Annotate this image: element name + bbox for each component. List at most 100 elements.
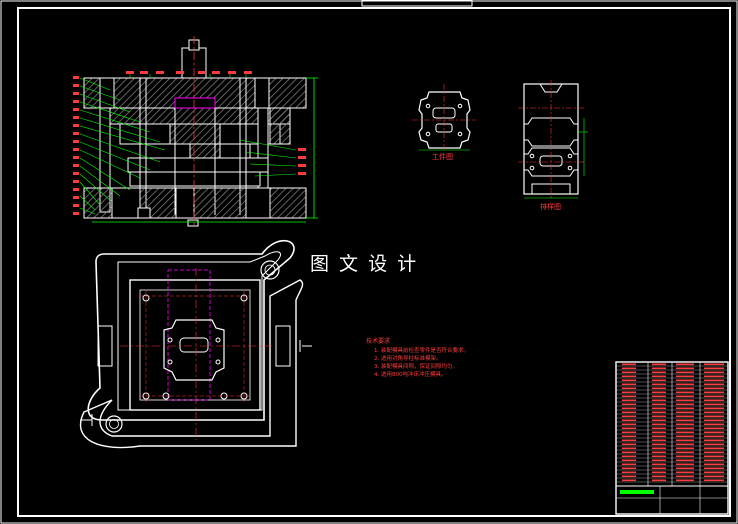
parts-list-cell-mark [704, 451, 724, 454]
parts-list-cell-mark [622, 399, 636, 402]
parts-list-cell-mark [652, 367, 666, 370]
part-number-mark [73, 164, 79, 167]
parts-list-cell-mark [676, 471, 694, 474]
parts-list-cell-mark [652, 427, 666, 430]
parts-list-cell-mark [622, 395, 636, 398]
parts-list-cell-mark [704, 447, 724, 450]
parts-list-cell-mark [622, 427, 636, 430]
parts-list-cell-mark [652, 447, 666, 450]
parts-list-cell-mark [676, 383, 694, 386]
parts-list-cell-mark [676, 467, 694, 470]
part-number-mark [298, 164, 306, 167]
part-number-mark [73, 92, 79, 95]
parts-list-cell-mark [676, 395, 694, 398]
parts-list-cell-mark [704, 411, 724, 414]
parts-list-cell-mark [652, 415, 666, 418]
parts-list-cell-mark [676, 479, 694, 482]
parts-list-cell-mark [622, 415, 636, 418]
part-number-mark [73, 100, 79, 103]
parts-list-cell-mark [652, 431, 666, 434]
parts-list-cell-mark [652, 379, 666, 382]
parts-list-cell-mark [622, 435, 636, 438]
die-plate-square [129, 279, 261, 411]
parts-list-cell-mark [676, 463, 694, 466]
part-number-mark [73, 116, 79, 119]
part-number-mark [73, 196, 79, 199]
parts-list-cell-mark [676, 439, 694, 442]
part-number-mark [73, 204, 79, 207]
watermark-text: 图 文 设 计 [310, 253, 418, 275]
part-number-mark [73, 124, 79, 127]
part-number-mark [73, 172, 79, 175]
parts-list-cell-mark [676, 447, 694, 450]
parts-list-cell-mark [676, 451, 694, 454]
parts-list-cell-mark [652, 403, 666, 406]
parts-list-cell-mark [622, 403, 636, 406]
parts-list-cell-mark [652, 423, 666, 426]
part-number-mark [73, 108, 79, 111]
parts-list-cell-mark [652, 411, 666, 414]
parts-list-cell-mark [622, 387, 636, 390]
parts-list-cell-mark [622, 379, 636, 382]
parts-list-cell-mark [652, 371, 666, 374]
tech-req-item: 1. 装配模具前检查零件是否符合要求。 [374, 346, 469, 354]
parts-list-cell-mark [622, 423, 636, 426]
parts-list-cell-mark [704, 391, 724, 394]
part-number-mark [298, 172, 306, 175]
parts-list-cell-mark [652, 375, 666, 378]
parts-list-cell-mark [622, 419, 636, 422]
assembly-section-view [79, 36, 318, 228]
parts-list-cell-mark [704, 395, 724, 398]
parts-list-cell-mark [652, 383, 666, 386]
strip-layout-view: 排样图 [518, 80, 588, 211]
parts-list-cell-mark [704, 459, 724, 462]
parts-list-cell-mark [652, 387, 666, 390]
strip-layout-label: 排样图 [540, 202, 561, 211]
parts-list-cell-mark [652, 435, 666, 438]
parts-list-cell-mark [652, 395, 666, 398]
parts-list-cell-mark [652, 455, 666, 458]
parts-list-cell-mark [704, 467, 724, 470]
tech-req-title: 技术要求 [366, 337, 390, 345]
workpiece-view: 工件图 [412, 84, 476, 161]
parts-list-cell-mark [704, 399, 724, 402]
parts-list-cell-mark [652, 407, 666, 410]
part-number-mark [73, 140, 79, 143]
parts-list-cell-mark [704, 471, 724, 474]
parts-list-cell-mark [652, 467, 666, 470]
workpiece-outline [418, 91, 471, 149]
parts-list-cell-mark [704, 363, 724, 366]
parts-list-cell-mark [622, 439, 636, 442]
parts-list-cell-mark [704, 367, 724, 370]
parts-list-cell-mark [676, 419, 694, 422]
parts-list-cell-mark [652, 363, 666, 366]
guide-bushing-bottom-left [105, 415, 123, 433]
parts-list-cell-mark [704, 371, 724, 374]
parts-list-cell-mark [676, 475, 694, 478]
part-number-mark [198, 71, 206, 74]
parts-list-cell-mark [676, 375, 694, 378]
parts-list-cell-mark [622, 367, 636, 370]
inner-frame [17, 7, 731, 517]
technical-requirements: 技术要求 1. 装配模具前检查零件是否符合要求。 2. 选用对角导柱标准模架。 … [366, 337, 469, 378]
parts-list-cell-mark [622, 371, 636, 374]
parts-list-cell-mark [676, 379, 694, 382]
parts-list-cell-mark [704, 475, 724, 478]
parts-list-cell-mark [676, 371, 694, 374]
part-number-mark [73, 76, 79, 79]
parts-list-cell-mark [622, 391, 636, 394]
parts-list-cell-mark [676, 387, 694, 390]
parts-list-cell-mark [622, 471, 636, 474]
part-number-mark [73, 188, 79, 191]
part-number-mark [73, 84, 79, 87]
parts-list-cell-mark [622, 479, 636, 482]
parts-list-cell-mark [652, 451, 666, 454]
top-reference-box [361, 0, 473, 7]
parts-list-cell-mark [652, 443, 666, 446]
guide-bushing-top-right [260, 260, 280, 280]
parts-list-cell-mark [676, 399, 694, 402]
parts-list-cell-mark [652, 391, 666, 394]
parts-list-cell-mark [676, 431, 694, 434]
